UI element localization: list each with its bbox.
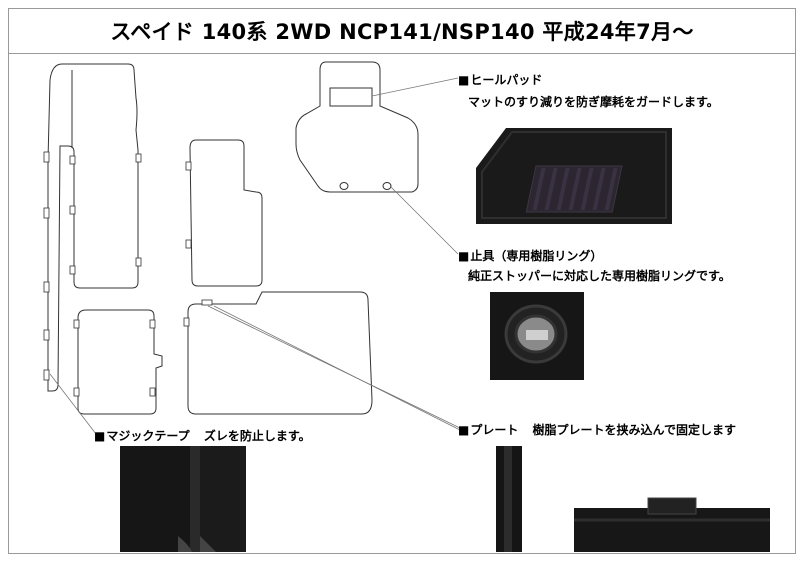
heel-pad-on-mat bbox=[329, 87, 373, 107]
stopper-description: 純正ストッパーに対応した専用樹脂リングです。 bbox=[468, 269, 731, 283]
magic-tape-label: ■マジックテープ ズレを防止します。 bbox=[94, 428, 311, 444]
page-title: スペイド 140系 2WD NCP141/NSP140 平成24年7月～ bbox=[110, 19, 694, 44]
plate-photo-left bbox=[492, 446, 528, 552]
stopper-hole-right bbox=[382, 182, 392, 190]
magic-tape-photo bbox=[120, 446, 246, 552]
bullet-icon: ■ bbox=[458, 73, 470, 87]
bullet-icon: ■ bbox=[94, 429, 106, 443]
heel-pad-heading: ヒールパッド bbox=[470, 73, 543, 87]
plate-photo-right bbox=[574, 494, 770, 552]
magic-tape-heading: マジックテープ bbox=[106, 429, 190, 443]
stopper-heading: 止具（専用樹脂リング） bbox=[470, 249, 603, 263]
bullet-icon: ■ bbox=[458, 249, 470, 263]
mat-rear-left-outline bbox=[77, 309, 163, 415]
leader-lines bbox=[49, 77, 461, 435]
mat-driver-outline bbox=[47, 63, 139, 392]
heel-pad-photo bbox=[476, 128, 672, 224]
heel-pad-description: マットのすり減りを防ぎ摩耗をガードします。 bbox=[468, 95, 719, 109]
mat-rear-row-outline bbox=[295, 61, 419, 193]
plate-heading: プレート bbox=[470, 423, 519, 437]
stopper-label: ■止具（専用樹脂リング） bbox=[458, 248, 602, 264]
heel-pad-label: ■ヒールパッド bbox=[458, 72, 542, 88]
magic-tape-description: ズレを防止します。 bbox=[203, 429, 311, 443]
mat-passenger-outline bbox=[189, 139, 263, 287]
plate-label: ■プレート 樹脂プレートを挟み込んで固定します bbox=[458, 422, 736, 438]
stopper-hole-left bbox=[339, 182, 349, 190]
bullet-icon: ■ bbox=[458, 423, 470, 437]
stopper-ring-photo bbox=[490, 292, 584, 380]
mat-rear-right-outline bbox=[187, 291, 373, 415]
velcro-tabs bbox=[43, 151, 213, 397]
plate-description: 樹脂プレートを挟み込んで固定します bbox=[532, 423, 736, 437]
title-bar: スペイド 140系 2WD NCP141/NSP140 平成24年7月～ bbox=[8, 8, 796, 54]
